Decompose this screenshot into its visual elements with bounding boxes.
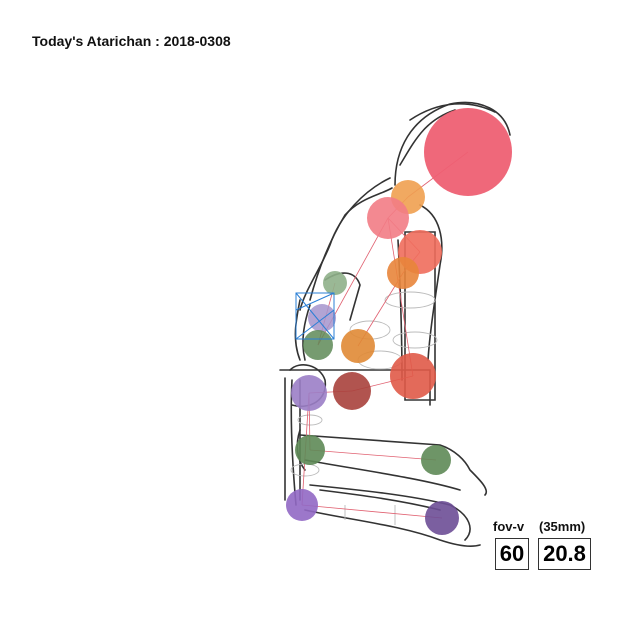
fov-value-box[interactable]: 60 <box>495 538 529 570</box>
lens-label: (35mm) <box>539 519 586 534</box>
fov-label: fov-v <box>493 519 525 534</box>
joint-ankle-right <box>421 445 451 475</box>
joint-elbow-left <box>341 329 375 363</box>
joint-elbow-right <box>387 257 419 289</box>
joint-head <box>424 108 512 196</box>
joints <box>286 108 512 535</box>
joint-knee-left <box>291 375 327 411</box>
joint-chest <box>367 197 409 239</box>
joint-hip-left <box>333 372 371 410</box>
lens-value-box[interactable]: 20.8 <box>538 538 591 570</box>
joint-hip-right <box>390 353 436 399</box>
joint-foot <box>425 501 459 535</box>
joint-hand-left <box>323 271 347 295</box>
joint-ankle-left <box>286 489 318 521</box>
joint-wrist <box>303 330 333 360</box>
joint-hand-inner <box>308 304 336 332</box>
transform-gizmo[interactable] <box>295 292 335 340</box>
joint-knee-right <box>295 435 325 465</box>
page-title: Today's Atarichan : 2018-0308 <box>32 33 231 49</box>
